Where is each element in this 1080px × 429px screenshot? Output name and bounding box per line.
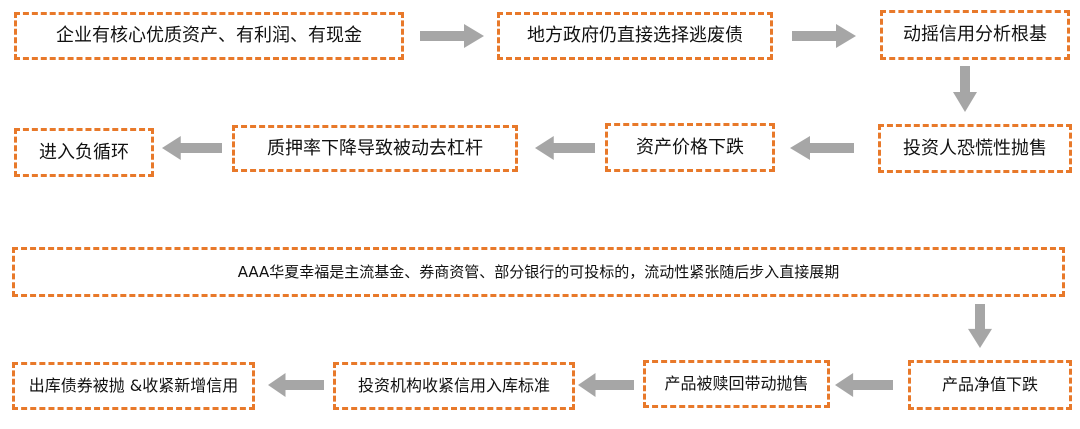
arrow-down-icon [968,304,992,348]
node-aaa-huaxia: AAA华夏幸福是主流基金、券商资管、部分银行的可投标的，流动性紧张随后步入直接展… [12,247,1065,297]
node-redemption-selling: 产品被赎回带动抛售 [643,360,830,408]
node-label: 投资机构收紧信用入库标准 [357,376,550,396]
node-panic-selling: 投资人恐慌性抛售 [878,124,1072,173]
arrow-right-icon [792,24,856,48]
node-label: 出库债券被抛 &收紧新增信用 [28,376,239,396]
node-label: 进入负循环 [39,141,129,163]
node-label: 投资人恐慌性抛售 [903,137,1047,159]
arrow-left-icon [835,373,893,397]
node-debt-evasion: 地方政府仍直接选择逃废债 [497,12,773,60]
node-label: 地方政府仍直接选择逃废债 [527,25,743,47]
arrow-left-icon [162,136,222,160]
arrow-left-icon [268,373,324,397]
arrow-right-icon [420,24,484,48]
node-asset-price-drop: 资产价格下跌 [605,123,775,172]
node-nav-drop: 产品净值下跌 [908,360,1072,410]
node-bond-dumping: 出库债券被抛 &收紧新增信用 [12,362,255,410]
node-label: 企业有核心优质资产、有利润、有现金 [56,25,362,47]
node-credit-standard-tightening: 投资机构收紧信用入库标准 [333,362,575,410]
node-quality-assets: 企业有核心优质资产、有利润、有现金 [14,12,404,60]
node-label: 动摇信用分析根基 [903,24,1047,46]
arrow-left-icon [790,136,854,160]
node-label: 产品被赎回带动抛售 [664,374,809,394]
arrow-down-icon [953,66,977,112]
node-label: AAA华夏幸福是主流基金、券商资管、部分银行的可投标的，流动性紧张随后步入直接展… [237,263,840,281]
node-label: 质押率下降导致被动去杠杆 [267,137,483,159]
node-credit-foundation-shaken: 动摇信用分析根基 [880,10,1070,60]
node-label: 产品净值下跌 [941,375,1038,395]
node-deleveraging: 质押率下降导致被动去杠杆 [232,125,518,172]
node-negative-cycle: 进入负循环 [14,128,154,177]
arrow-left-icon [535,136,595,160]
node-label: 资产价格下跌 [636,136,744,158]
arrow-left-icon [578,373,634,397]
